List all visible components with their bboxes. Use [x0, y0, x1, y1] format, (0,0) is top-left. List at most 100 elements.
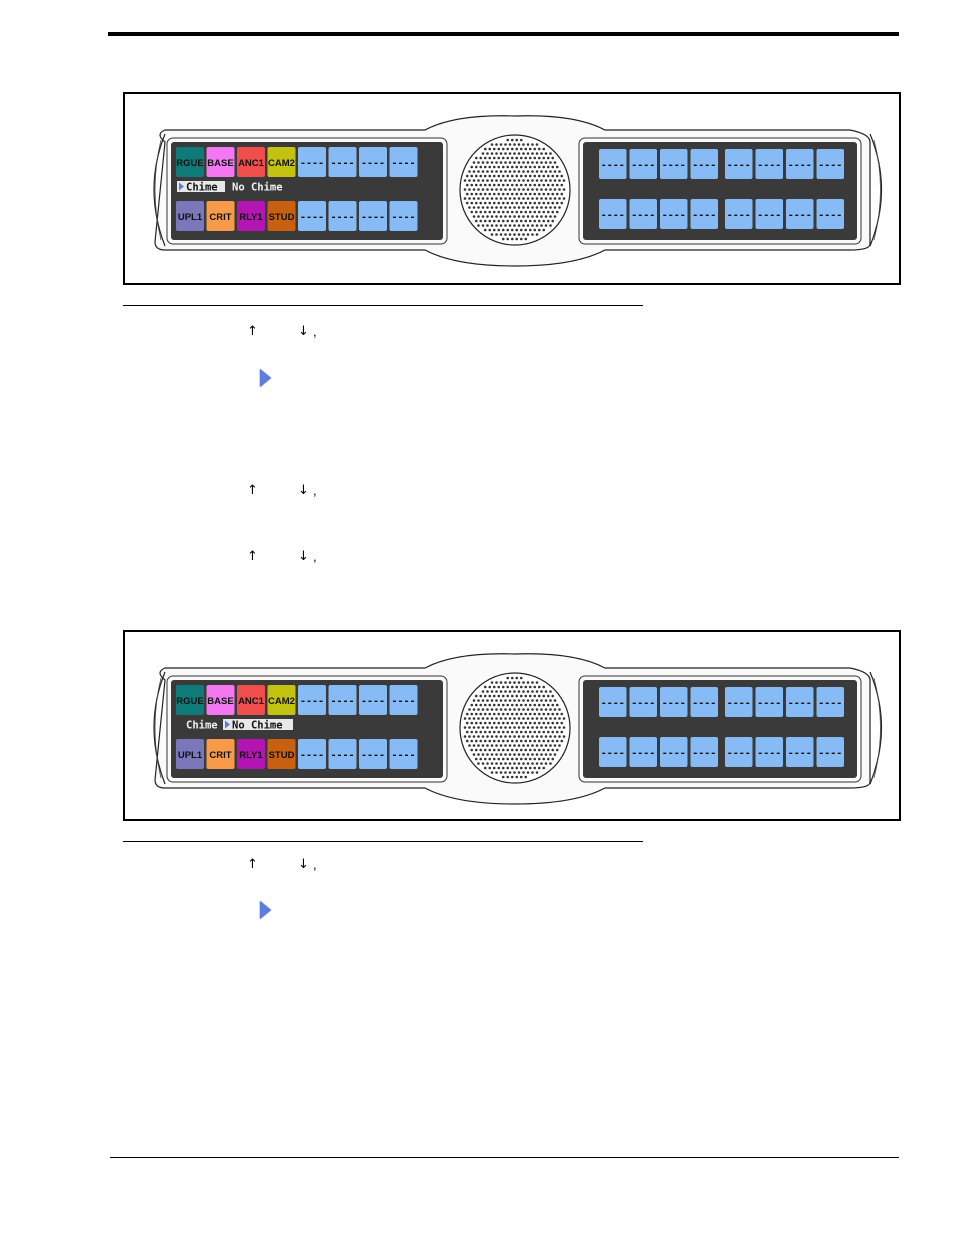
right-key-button-r1-5[interactable] [725, 149, 753, 179]
right-key-button-r2-2[interactable] [629, 737, 658, 767]
speaker-hole [497, 192, 501, 196]
right-key-button-r2-4[interactable] [690, 737, 719, 767]
menu-option-1[interactable]: Chime [186, 182, 218, 194]
speaker-hole [546, 192, 550, 196]
right-key-button-r1-4[interactable] [690, 687, 719, 717]
right-key-button-r2-8[interactable] [816, 199, 845, 229]
right-key-button-r1-2[interactable] [629, 149, 658, 179]
speaker-hole [495, 206, 498, 209]
key-button-bottom-4[interactable] [267, 739, 296, 769]
speaker-hole [501, 174, 505, 178]
speaker-hole [526, 215, 530, 218]
key-button-top-7[interactable] [359, 147, 387, 177]
key-button-bottom-8[interactable] [389, 201, 418, 231]
key-button-bottom-5[interactable] [298, 739, 326, 769]
speaker-hole [517, 744, 521, 747]
right-key-button-r2-2[interactable] [629, 199, 658, 229]
right-key-button-r1-4[interactable] [690, 149, 719, 179]
key-button-bottom-6[interactable] [328, 739, 357, 769]
right-key-button-r1-3[interactable] [660, 149, 688, 179]
speaker-hole [470, 703, 474, 707]
right-key-button-r1-7[interactable] [786, 687, 814, 717]
key-button-top-7[interactable] [359, 685, 387, 715]
right-key-button-r2-6[interactable] [755, 199, 784, 229]
speaker-hole [517, 179, 521, 182]
key-button-bottom-1[interactable] [176, 739, 204, 769]
key-button-top-3[interactable] [237, 147, 265, 177]
key-button-top-2[interactable] [206, 147, 235, 177]
key-button-bottom-2[interactable] [206, 739, 235, 769]
right-key-button-r2-1[interactable] [599, 737, 627, 767]
menu-option-1[interactable]: Chime [186, 720, 218, 732]
speaker-hole [553, 215, 557, 218]
speaker-hole [488, 192, 492, 196]
right-key-button-r2-5[interactable] [725, 737, 753, 767]
speaker-hole [504, 170, 507, 173]
right-key-button-r2-7[interactable] [786, 199, 814, 229]
speaker-hole [528, 730, 532, 734]
key-button-top-6[interactable] [328, 147, 357, 177]
key-button-bottom-3[interactable] [237, 201, 265, 231]
right-key-button-r1-2[interactable] [629, 687, 658, 717]
key-button-top-4[interactable] [267, 685, 296, 715]
speaker-hole [513, 708, 516, 711]
speaker-hole [472, 699, 476, 702]
key-button-top-1[interactable] [176, 147, 204, 177]
key-button-top-3[interactable] [237, 685, 265, 715]
speaker-hole [492, 147, 496, 151]
key-label: STUD [269, 750, 295, 761]
key-button-bottom-4[interactable] [267, 201, 296, 231]
speaker-hole [499, 206, 503, 209]
key-button-bottom-7[interactable] [359, 201, 387, 231]
right-key-button-r1-7[interactable] [786, 149, 814, 179]
key-button-top-8[interactable] [389, 685, 418, 715]
key-button-bottom-8[interactable] [389, 739, 418, 769]
key-button-top-2[interactable] [206, 685, 235, 715]
key-button-bottom-6[interactable] [328, 201, 357, 231]
right-key-button-r2-4[interactable] [690, 199, 719, 229]
speaker-hole [531, 726, 534, 729]
right-key-button-r1-1[interactable] [599, 687, 627, 717]
right-key-button-r2-5[interactable] [725, 199, 753, 229]
right-key-button-r1-5[interactable] [725, 687, 753, 717]
right-key-button-r2-8[interactable] [816, 737, 845, 767]
right-key-button-r2-7[interactable] [786, 737, 814, 767]
key-button-top-8[interactable] [389, 147, 418, 177]
right-key-button-r1-6[interactable] [755, 149, 784, 179]
right-key-button-r1-8[interactable] [816, 149, 845, 179]
right-key-button-r1-3[interactable] [660, 687, 688, 717]
key-button-bottom-2[interactable] [206, 201, 235, 231]
key-label: ---- [631, 160, 655, 171]
right-key-button-r1-6[interactable] [755, 687, 784, 717]
key-button-bottom-3[interactable] [237, 739, 265, 769]
speaker-hole [528, 147, 532, 151]
key-button-top-4[interactable] [267, 147, 296, 177]
right-key-button-r2-3[interactable] [660, 737, 688, 767]
speaker-hole [517, 188, 521, 191]
speaker-hole [479, 703, 483, 707]
speaker-hole [546, 165, 550, 169]
speaker-hole [501, 712, 505, 716]
key-button-top-5[interactable] [298, 147, 326, 177]
speaker-hole [535, 708, 539, 711]
key-button-top-5[interactable] [298, 685, 326, 715]
right-key-button-r2-6[interactable] [755, 737, 784, 767]
right-key-button-r2-3[interactable] [660, 199, 688, 229]
right-key-button-r1-8[interactable] [816, 687, 845, 717]
speaker-hole [515, 147, 519, 151]
menu-option-2[interactable]: No Chime [232, 182, 283, 194]
right-key-button-r1-1[interactable] [599, 149, 627, 179]
speaker-hole [522, 735, 525, 738]
menu-option-2[interactable]: No Chime [232, 720, 283, 732]
speaker-hole [472, 726, 476, 729]
right-key-button-r2-1[interactable] [599, 199, 627, 229]
key-button-top-1[interactable] [176, 685, 204, 715]
key-button-bottom-5[interactable] [298, 201, 326, 231]
speaker-hole [537, 183, 541, 187]
speaker-hole [510, 183, 514, 187]
speaker-hole [513, 681, 516, 684]
key-button-bottom-7[interactable] [359, 739, 387, 769]
key-button-bottom-1[interactable] [176, 201, 204, 231]
speaker-hole [488, 712, 492, 716]
key-button-top-6[interactable] [328, 685, 357, 715]
